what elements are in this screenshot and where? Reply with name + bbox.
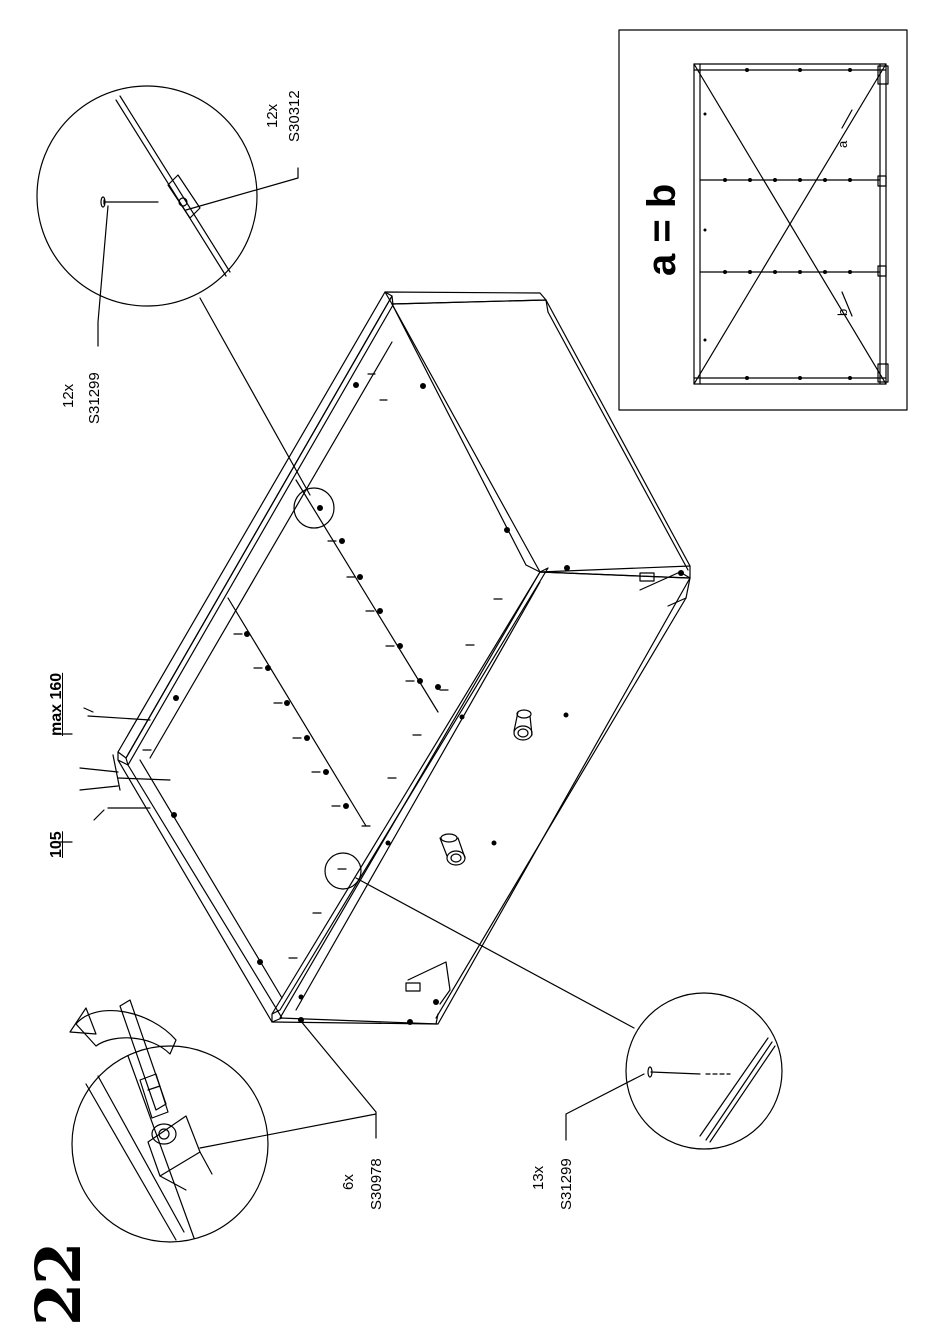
inset-hardware — [704, 68, 853, 380]
max-height-label: max 160 — [48, 673, 65, 736]
callout-bottom-left-part: S30978 — [368, 1158, 385, 1210]
cabinet-hardware — [171, 382, 684, 1025]
inset-equation: a = b — [640, 184, 684, 276]
bracket-icon — [148, 1116, 200, 1176]
cabinet-right-end-panel — [392, 300, 690, 572]
nail-icon — [651, 1072, 700, 1074]
callout-bottom-right-qty: 13x — [530, 1166, 547, 1190]
callout-top-left-qty: 12x — [60, 384, 77, 408]
detail-screwdriver — [70, 1000, 376, 1242]
callout-bottom-right-part: S31299 — [558, 1158, 575, 1210]
callout-bottom-left-qty: 6x — [340, 1174, 357, 1190]
cabinet-body — [118, 292, 690, 1024]
callout-top-left-part: S31299 — [86, 372, 103, 424]
detail-nail-bracket — [37, 86, 310, 495]
step-number: 22 — [28, 1244, 90, 1326]
callout-top-right-qty: 12x — [264, 104, 281, 128]
detail-panel-nail — [356, 878, 782, 1149]
height-dimension-lines — [56, 708, 170, 842]
cabinet-left-side-panel — [118, 292, 392, 758]
rotation-arrow-icon — [76, 1011, 176, 1054]
inset-label-b: b — [834, 309, 851, 316]
bracket-icon — [406, 573, 654, 991]
inset-label-a: a — [834, 141, 851, 148]
cabinet-front-top-edge — [272, 568, 548, 1014]
min-height-label: 105 — [48, 831, 65, 858]
cabinet-front-panel — [280, 572, 690, 1024]
detail-highlight-circles — [294, 488, 361, 889]
callout-top-right-part: S30312 — [286, 90, 303, 142]
